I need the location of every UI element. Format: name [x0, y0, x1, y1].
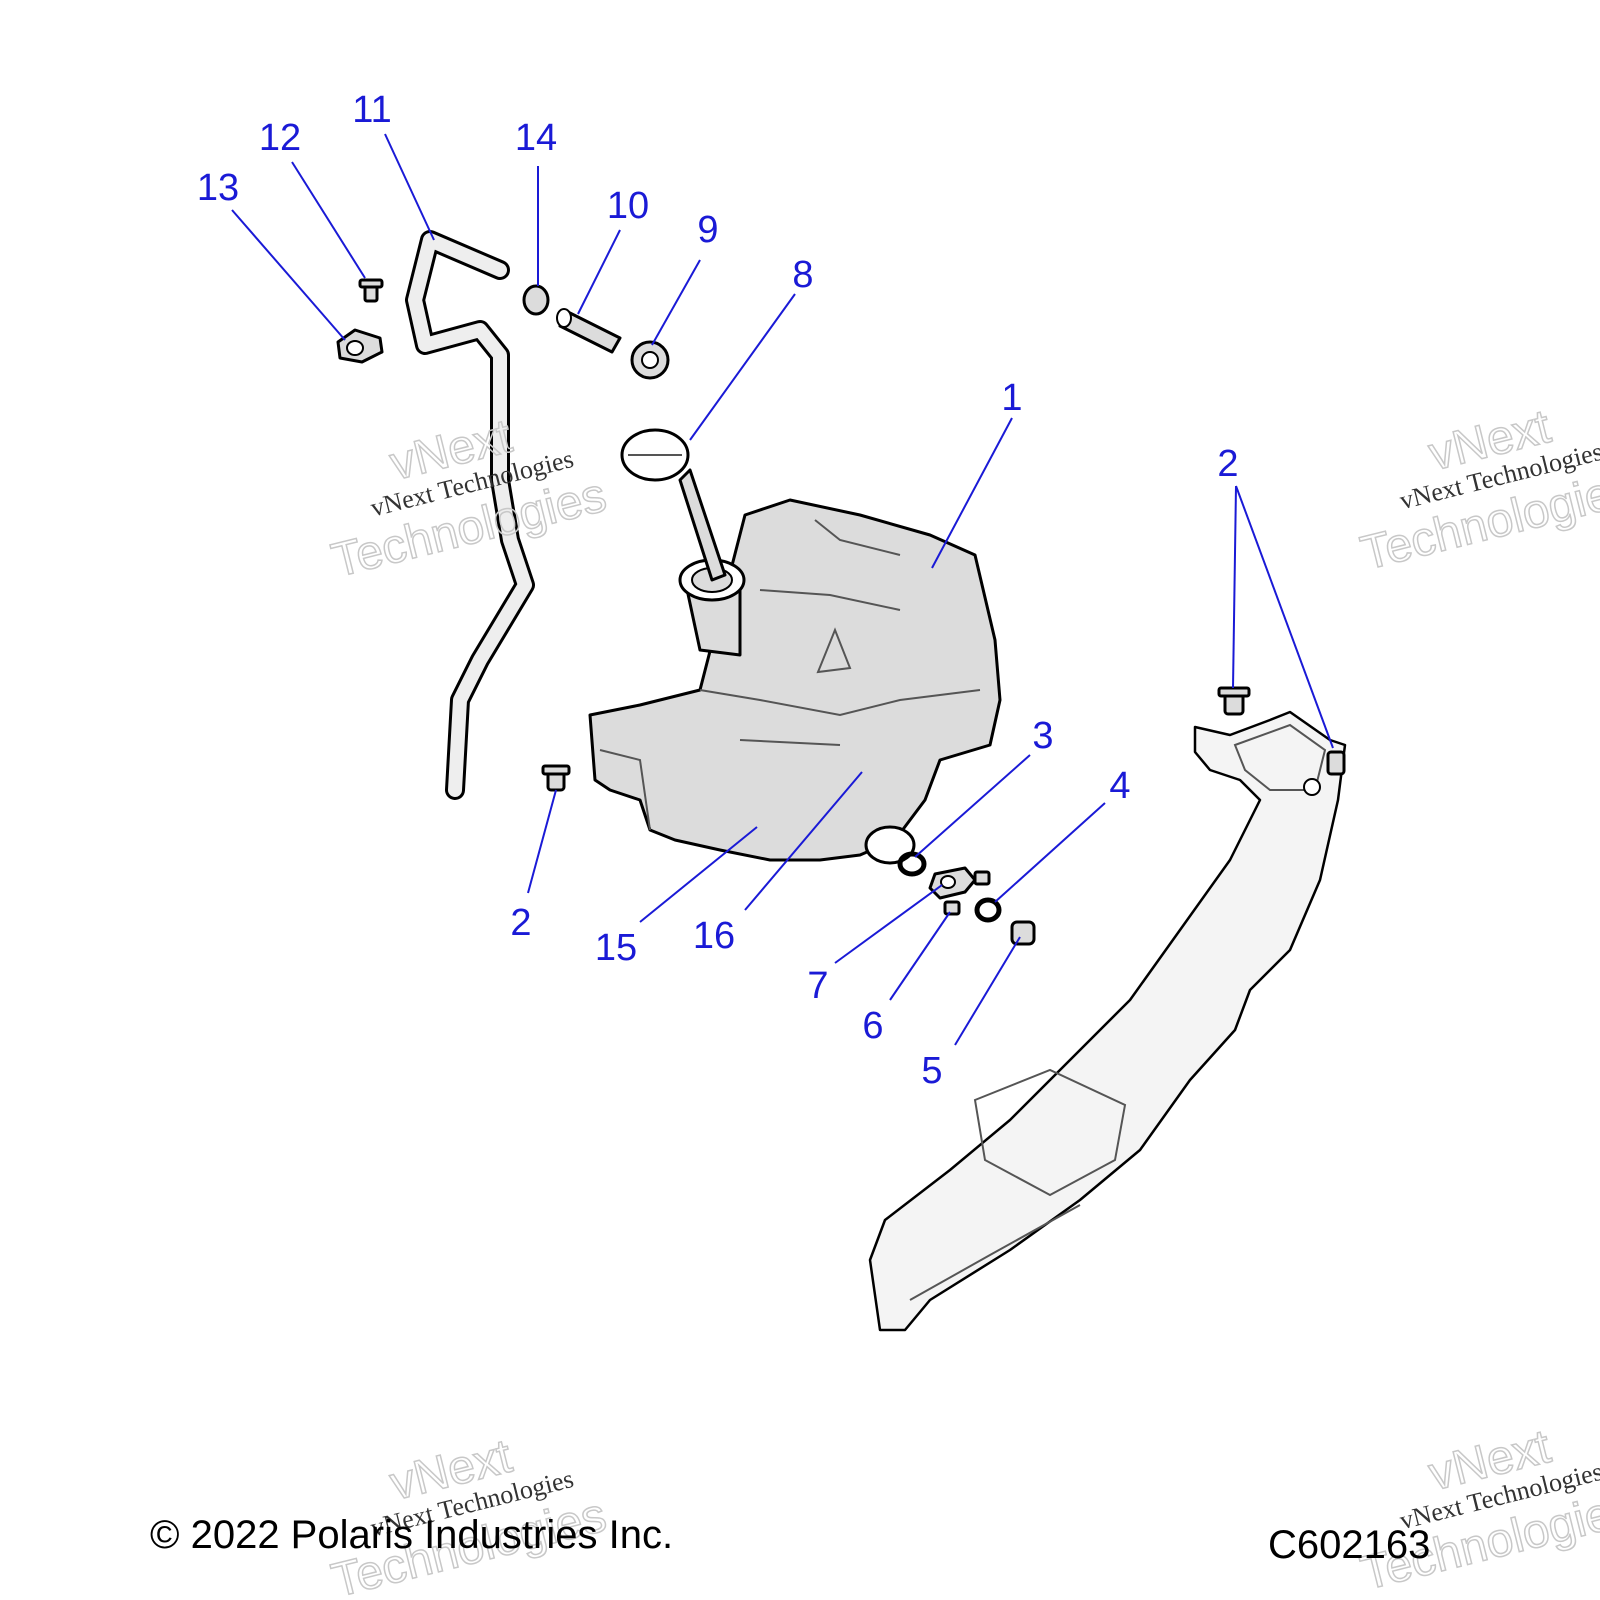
grommet-9: [630, 340, 670, 380]
sensor-plate: [928, 866, 991, 900]
callout-12: 12: [259, 117, 301, 159]
watermark-top-right: vNext Technologies vNext Technologies: [1355, 399, 1600, 581]
vent-hose: [405, 230, 535, 800]
callout-16: 16: [693, 915, 735, 957]
callout-11: 11: [352, 89, 391, 131]
bracket-bolt-right: [1326, 750, 1346, 776]
callout-14: 14: [515, 117, 557, 159]
watermark-bottom-left: vNext Technologies vNext Technologies: [326, 1429, 612, 1600]
callout-1: 1: [1001, 377, 1022, 419]
screw-6: [943, 900, 961, 916]
callout-8: 8: [792, 254, 813, 296]
hose-fitting: [556, 308, 622, 354]
callout-9: 9: [697, 209, 718, 251]
bracket-bolt-left: [1217, 686, 1251, 716]
callout-2-right: 2: [1217, 443, 1238, 485]
watermark-bottom-right: vNext Technologies vNext Technologies: [1355, 1419, 1600, 1600]
hose-clip-13: [336, 328, 384, 364]
callout-3: 3: [1032, 715, 1053, 757]
bushing: [1010, 920, 1036, 946]
callout-labels: 1 2 3 4 5 6 7 8 9 10 11 12 13 14 2 15 16: [197, 89, 1239, 1092]
fill-cap-dipstick: [620, 428, 727, 582]
callout-15: 15: [595, 927, 637, 969]
callout-10: 10: [607, 185, 649, 227]
skid-plate: [868, 710, 1347, 1332]
o-ring: [897, 851, 927, 877]
callout-13: 13: [197, 167, 239, 209]
tank-bolt: [541, 764, 571, 792]
leader-lines: [231, 133, 1334, 1046]
screw-12: [358, 278, 384, 303]
callout-2-left: 2: [510, 902, 531, 944]
callout-5: 5: [921, 1050, 942, 1092]
callout-6: 6: [862, 1005, 883, 1047]
hose-clamp: [522, 284, 550, 316]
washer: [974, 897, 1002, 923]
copyright-notice: © 2022 Polaris Industries Inc.: [150, 1513, 673, 1557]
coolant-reservoir-tank: [588, 498, 1002, 865]
callout-7: 7: [807, 965, 828, 1007]
diagram-code: C602163: [1268, 1523, 1430, 1567]
callout-4: 4: [1109, 765, 1130, 807]
watermark-top-left: vNext Technologies vNext Technologies: [326, 409, 612, 589]
